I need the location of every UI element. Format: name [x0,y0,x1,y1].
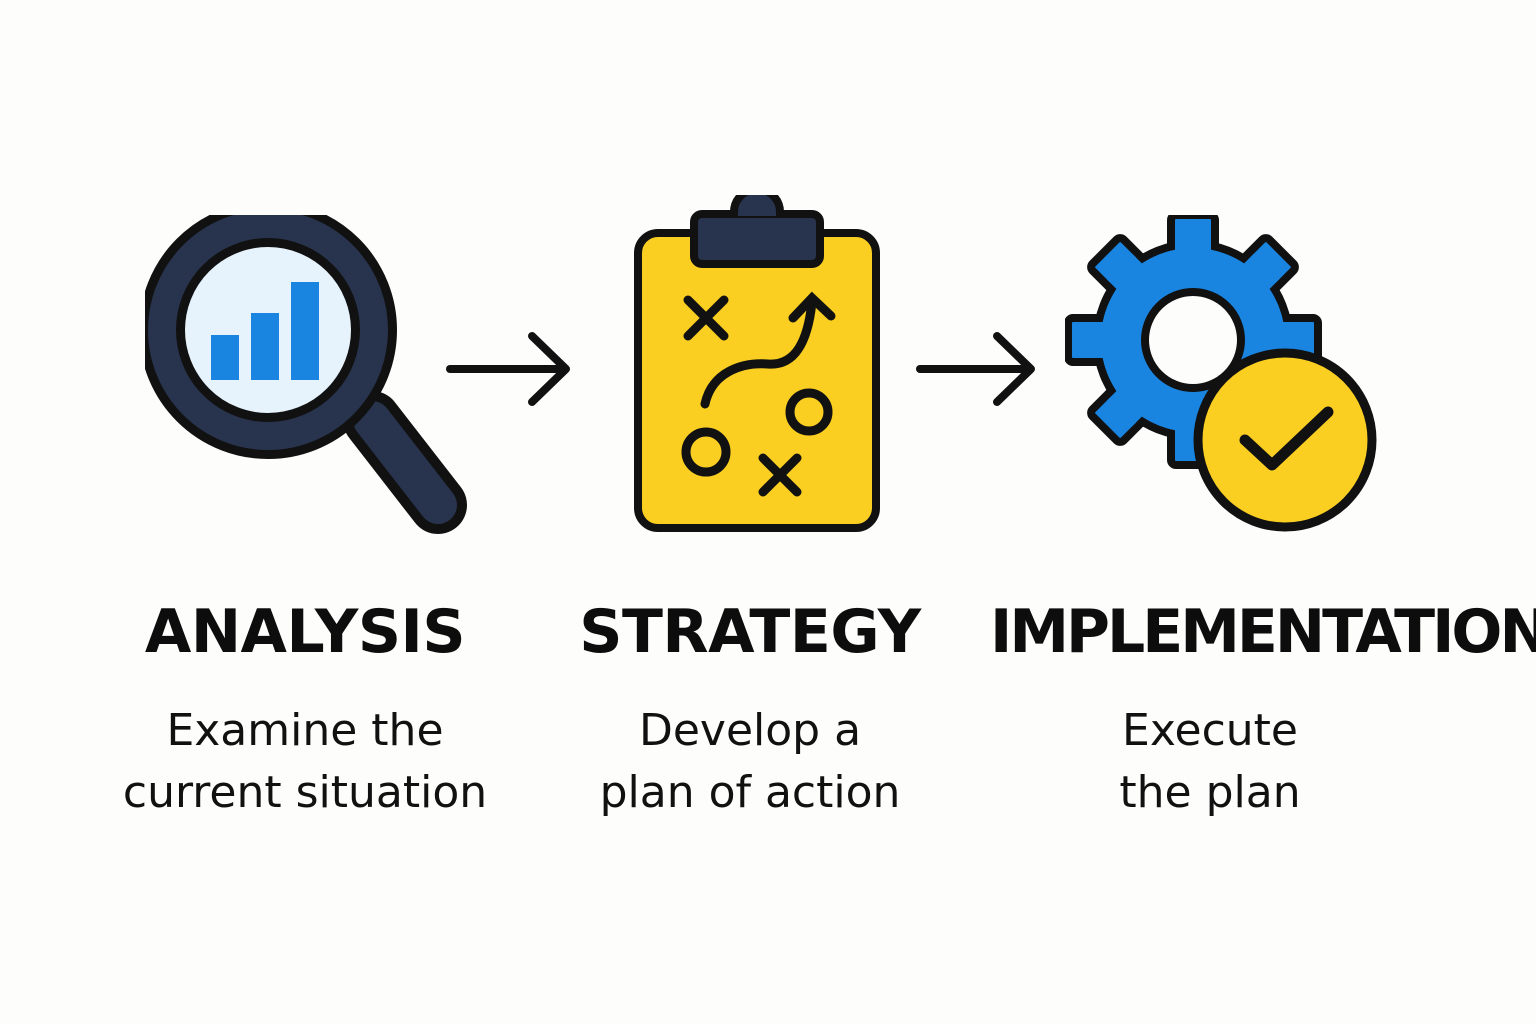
step-description-implementation: Execute the plan [1040,700,1380,824]
step-description-analysis: Examine the current situation [95,700,515,824]
step-description-strategy: Develop a plan of action [560,700,940,824]
description-line: Develop a [638,705,862,756]
chart-bar-1 [211,335,239,380]
description-line: current situation [122,767,488,818]
chart-bar-3 [291,282,319,380]
clipboard-strategy-icon [634,195,880,532]
step-title-strategy: STRATEGY [579,597,921,667]
description-line: the plan [1119,767,1301,818]
magnifying-glass-chart-icon [145,215,467,534]
right-arrow-icon [916,332,1035,406]
step-title-analysis: ANALYSIS [144,597,466,667]
clip-body [690,210,824,268]
gear-checkmark-icon [1065,215,1377,532]
step-title-implementation: IMPLEMENTATION [990,597,1536,667]
description-line: Examine the [166,705,444,756]
description-line: Execute [1122,705,1298,756]
description-line: plan of action [599,767,901,818]
chart-bar-2 [251,313,279,380]
check-badge [1193,348,1377,532]
right-arrow-icon [446,332,570,406]
